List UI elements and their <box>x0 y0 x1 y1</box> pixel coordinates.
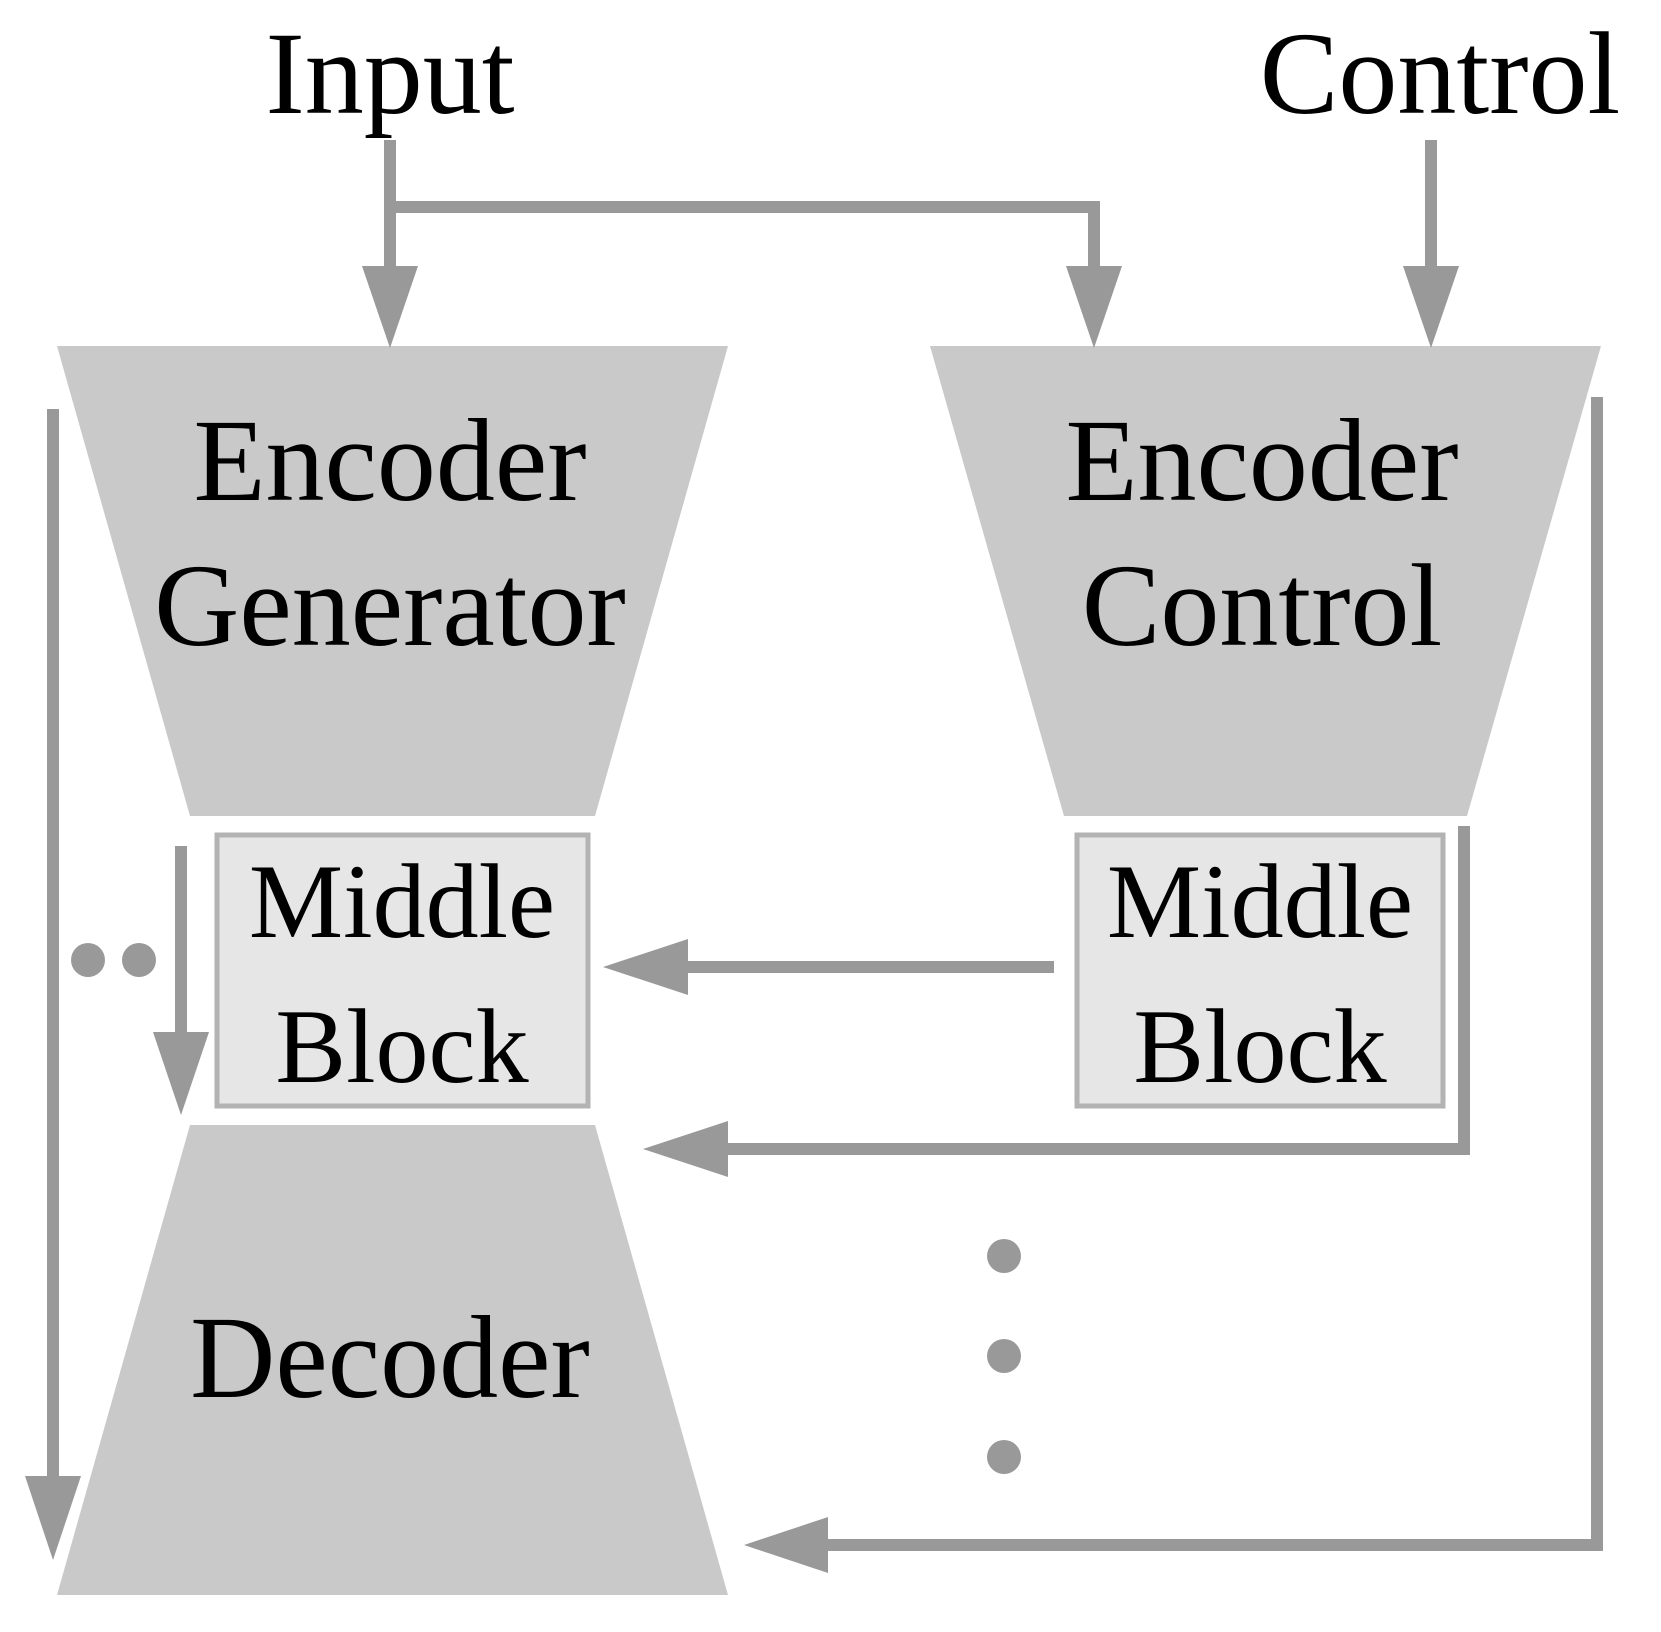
ellipsis-dots-horizontal <box>71 943 156 977</box>
encoder-generator-block: Encoder Generator <box>57 346 728 816</box>
arrowhead-control-middle-to-generator-middle <box>603 939 688 995</box>
ellipsis-dots-vertical <box>987 1239 1021 1474</box>
ellipsis-dot <box>987 1239 1021 1273</box>
decoder-label: Decoder <box>190 1292 590 1423</box>
connector-control-encoder-to-decoder <box>723 826 1470 1155</box>
encoder-control-shape <box>930 346 1601 816</box>
ellipsis-dot <box>122 943 156 977</box>
encoder-control-line2: Control <box>1082 540 1443 671</box>
connector-right-to-decoder <box>823 397 1603 1551</box>
middle-block-control: Middle Block <box>1074 832 1446 1109</box>
encoder-generator-shape <box>57 346 728 816</box>
encoder-generator-line1: Encoder <box>193 395 586 526</box>
ellipsis-dot <box>71 943 105 977</box>
encoder-control-block: Encoder Control <box>930 346 1601 816</box>
arrowhead-left-skip <box>25 1476 81 1560</box>
arrowhead-input-to-encoder-generator <box>362 266 418 348</box>
arrowhead-control-to-encoder-control <box>1403 266 1459 348</box>
encoder-control-line1: Encoder <box>1065 395 1458 526</box>
middle-block-generator: Middle Block <box>214 832 591 1109</box>
decoder-block: Decoder <box>57 1125 728 1595</box>
arrowhead-generator-middle-down <box>153 1032 209 1115</box>
arrowhead-right-to-decoder <box>744 1517 828 1573</box>
middle-block-control-box <box>1074 832 1446 1109</box>
arrowhead-input-to-encoder-control <box>1066 266 1122 348</box>
input-label: Input <box>265 8 514 139</box>
ellipsis-dot <box>987 1440 1021 1474</box>
connector-input-to-encoder-control <box>390 201 1100 272</box>
encoder-generator-line2: Generator <box>154 540 626 671</box>
control-label: Control <box>1260 8 1621 139</box>
decoder-shape <box>57 1125 728 1595</box>
arrowhead-control-encoder-to-decoder <box>643 1121 728 1177</box>
ellipsis-dot <box>987 1339 1021 1373</box>
middle-block-generator-line1: Middle <box>249 843 555 960</box>
middle-block-control-line1: Middle <box>1107 843 1413 960</box>
middle-block-generator-line2: Block <box>275 988 528 1105</box>
middle-block-generator-box <box>214 832 591 1109</box>
middle-block-control-line2: Block <box>1133 988 1386 1105</box>
